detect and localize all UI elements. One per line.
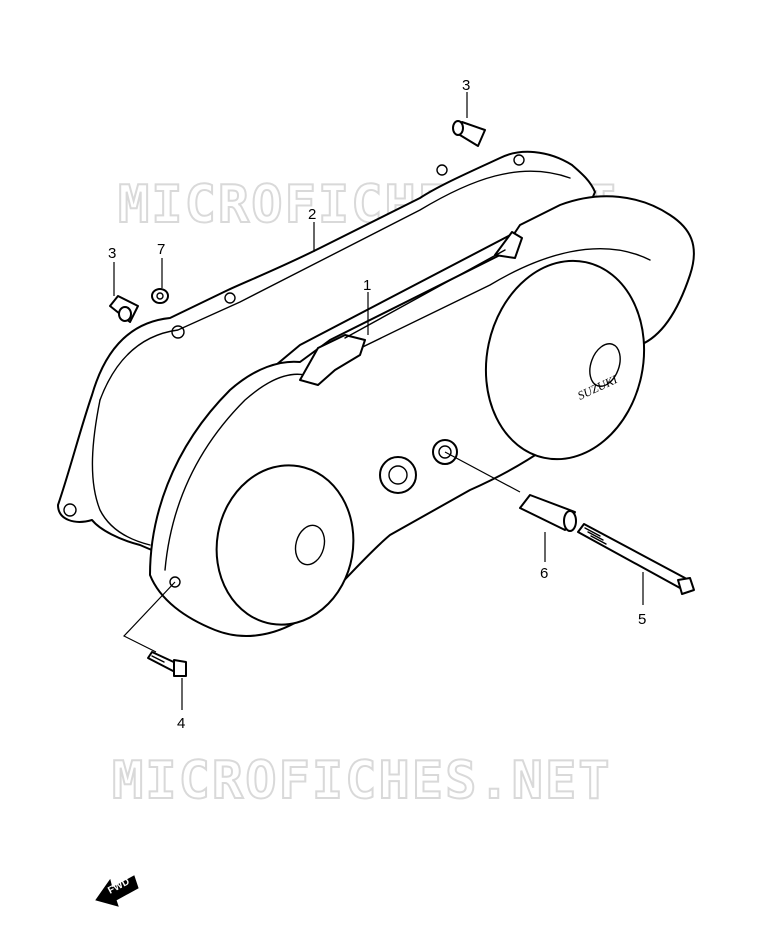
callout-5: 5 xyxy=(638,611,646,628)
dowel-pin xyxy=(519,494,577,532)
crankcase-cover: SUZUKI xyxy=(149,195,695,637)
fwd-arrow-icon: FWD xyxy=(95,875,139,907)
washer xyxy=(151,288,169,304)
short-bolt xyxy=(147,651,187,677)
watermark-bottom: MICROFICHES.NET xyxy=(112,751,612,811)
long-bolt xyxy=(577,523,695,595)
callout-3-upper: 3 xyxy=(462,77,470,94)
callout-7: 7 xyxy=(157,241,165,258)
callout-1: 1 xyxy=(363,277,371,294)
callout-3-left: 3 xyxy=(108,245,116,262)
callout-4: 4 xyxy=(177,715,185,732)
callout-2: 2 xyxy=(308,206,316,223)
spacer-upper xyxy=(452,120,486,147)
spacer-left xyxy=(109,295,139,323)
callout-6: 6 xyxy=(540,565,548,582)
leader-lines xyxy=(113,92,644,710)
